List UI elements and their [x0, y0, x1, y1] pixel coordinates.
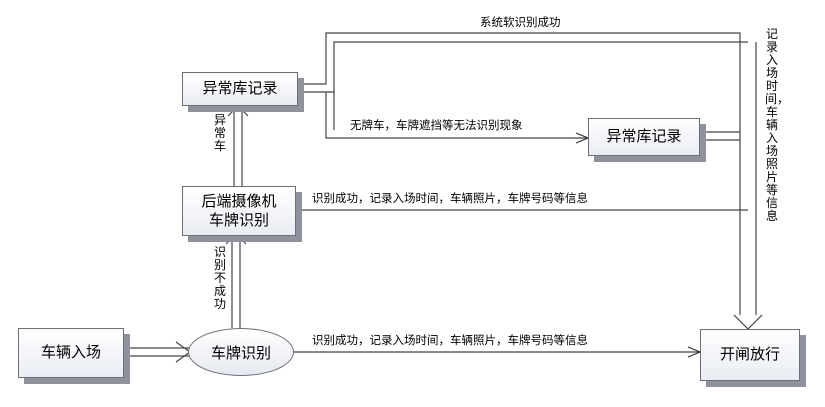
edge-label-recognized-top: 系统软识别成功	[480, 15, 561, 29]
edge-label-not-recognized: 识别不成功	[213, 245, 226, 311]
node-gate-open: 开闸放行	[700, 329, 800, 381]
node-abnormal-db-top: 异常库记录	[182, 72, 298, 106]
edge-label-record-vertical: 记录入场时间，车辆入场照片等信息	[765, 27, 790, 223]
connector-top-loop	[298, 32, 741, 315]
node-plate-recognition-label: 车牌识别	[210, 343, 271, 362]
connector-top-loop-inner	[298, 41, 748, 93]
edge-label-no-plate: 无牌车，车牌遮挡等无法识别现象	[350, 118, 523, 132]
edge-label-success-lower: 识别成功，记录入场时间，车辆照片，车牌号码等信息	[312, 333, 588, 347]
edge-label-abnormal-vehicle: 异常车	[213, 113, 226, 153]
node-abnormal-db-top-label: 异常库记录	[202, 79, 278, 98]
connector-no-plate	[325, 92, 588, 138]
node-rear-camera: 后端摄像机 车牌识别	[182, 186, 296, 236]
node-plate-recognition: 车牌识别	[188, 328, 294, 376]
node-rear-camera-line1: 后端摄像机	[201, 191, 277, 210]
node-gate-open-label: 开闸放行	[719, 345, 780, 364]
node-abnormal-db-mid: 异常库记录	[588, 118, 700, 156]
node-rear-camera-line2: 车牌识别	[208, 211, 269, 229]
edge-label-success-upper: 识别成功，记录入场时间，车辆照片，车牌号码等信息	[312, 191, 588, 205]
node-vehicle-entry-label: 车辆入场	[40, 343, 101, 362]
node-vehicle-entry: 车辆入场	[18, 328, 124, 378]
connector-right-arrowhead	[733, 314, 763, 330]
node-abnormal-db-mid-label: 异常库记录	[606, 127, 682, 146]
connector-camera-to-abnormal-head	[227, 105, 249, 117]
